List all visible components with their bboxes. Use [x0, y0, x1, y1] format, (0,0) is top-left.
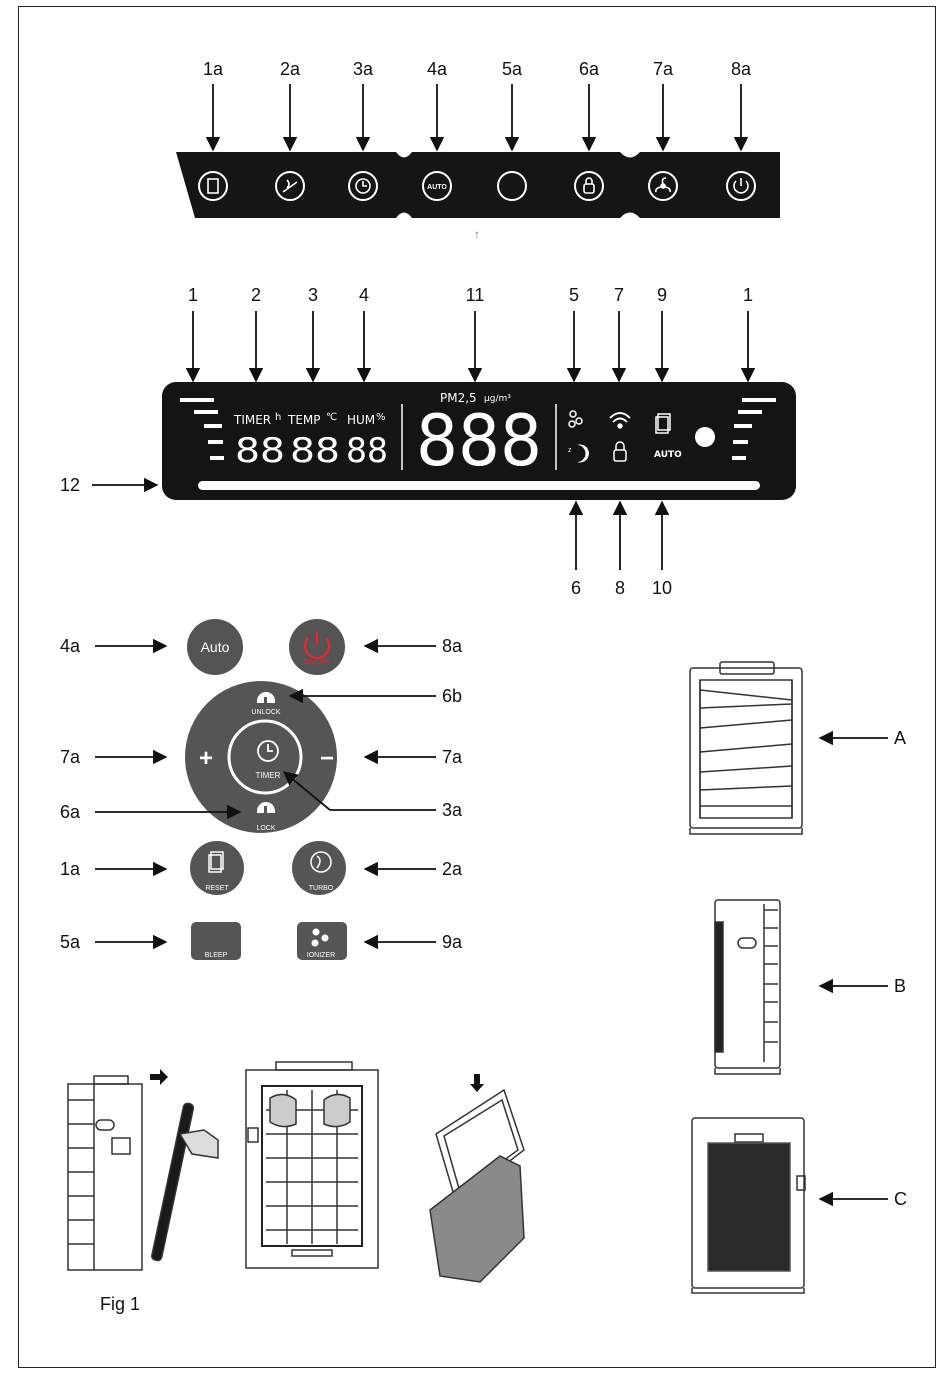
lock-panel-button[interactable]	[575, 172, 603, 200]
callout-7a: 7a	[653, 59, 674, 79]
display-callout-2: 2	[251, 285, 261, 305]
display-callout-5: 5	[569, 285, 579, 305]
timer-panel-button[interactable]	[349, 172, 377, 200]
callout-6b: 6b	[442, 686, 462, 706]
reset-label: RESET	[205, 885, 229, 892]
callout-2a: 2a	[442, 859, 463, 879]
callout-7a-right: 7a	[442, 747, 463, 767]
display-callout-4: 4	[359, 285, 369, 305]
plus-button[interactable]: +	[199, 745, 213, 772]
hum-digits: 88	[346, 431, 388, 471]
auto-button-label: Auto	[201, 639, 230, 655]
sleep-label: BLEEP	[205, 952, 228, 959]
callout-12: 12	[60, 475, 80, 495]
fig1-step3-remove-filter	[430, 1074, 524, 1282]
fan-speed-panel-button[interactable]	[649, 172, 677, 200]
side-view-b	[715, 900, 780, 1074]
temp-unit: ℃	[326, 412, 337, 423]
figure-caption: Fig 1	[100, 1294, 140, 1314]
callout-2a: 2a	[280, 59, 301, 79]
lock-label: LOCK	[256, 825, 275, 832]
view-b-label: B	[894, 976, 906, 996]
callout-1a: 1a	[203, 59, 224, 79]
turbo-label: TURBO	[309, 885, 334, 892]
callout-6a: 6a	[60, 802, 81, 822]
control-pad-diagram: Auto ON/OFF TIMER UNLOCK LOCK + − RESET	[60, 619, 463, 960]
hum-label: HUM	[347, 413, 375, 427]
callout-4a: 4a	[60, 636, 81, 656]
panel-center-arrow: ↑	[474, 227, 480, 241]
callout-7a-left: 7a	[60, 747, 81, 767]
display-callout-1: 1	[743, 285, 753, 305]
callout-8a: 8a	[442, 636, 463, 656]
callout-5a: 5a	[502, 59, 523, 79]
auto-panel-button[interactable]: AUTO	[423, 172, 451, 200]
minus-button[interactable]: −	[320, 745, 334, 772]
display-callout-1: 1	[188, 285, 198, 305]
sensor-dot	[695, 427, 715, 447]
display-callout-9: 9	[657, 285, 667, 305]
display-callout-7: 7	[614, 285, 624, 305]
power-button[interactable]	[289, 619, 345, 675]
callout-3a: 3a	[442, 800, 463, 820]
sleep-panel-button[interactable]	[498, 172, 526, 200]
view-a-label: A	[894, 728, 906, 748]
callout-4a: 4a	[427, 59, 448, 79]
display-callout-10: 10	[652, 578, 672, 598]
auto-status-text: AUTO	[654, 450, 682, 460]
display-callout-6: 6	[571, 578, 581, 598]
svg-text:z: z	[568, 447, 572, 454]
temp-digits: 88	[290, 431, 340, 471]
callout-6a: 6a	[579, 59, 600, 79]
timer-button-label: TIMER	[256, 771, 281, 780]
front-view-a	[690, 662, 802, 834]
callout-1a: 1a	[60, 859, 81, 879]
timer-unit: h	[275, 412, 281, 423]
power-panel-button[interactable]	[727, 172, 755, 200]
fig1-step2-filter	[246, 1062, 378, 1268]
display-callout-8: 8	[615, 578, 625, 598]
back-view-c	[692, 1118, 805, 1293]
callout-5a: 5a	[60, 932, 81, 952]
display-callout-11: 11	[466, 285, 485, 305]
auto-panel-text: AUTO	[427, 184, 447, 191]
callout-9a: 9a	[442, 932, 463, 952]
timer-label: TIMER	[233, 413, 271, 427]
callout-8a: 8a	[731, 59, 752, 79]
top-panel-body	[176, 152, 780, 218]
view-c-label: C	[894, 1189, 907, 1209]
reset-panel-button[interactable]	[199, 172, 227, 200]
hum-unit: %	[376, 412, 386, 423]
pm25-digits: 888	[416, 400, 542, 482]
display-callout-3: 3	[308, 285, 318, 305]
callout-3a: 3a	[353, 59, 374, 79]
ionizer-label: IONIZER	[307, 952, 335, 959]
fig1-step1-open-cover	[68, 1069, 218, 1270]
power-button-label: ON/OFF	[304, 659, 330, 666]
timer-digits: 88	[235, 431, 285, 471]
top-button-panel: 1a 2a 3a 4a 5a 6a 7a 8a AUTO ↑	[176, 59, 780, 241]
unlock-label: UNLOCK	[251, 709, 281, 716]
turbo-panel-button[interactable]	[276, 172, 304, 200]
air-quality-light-bar	[198, 481, 760, 490]
temp-label: TEMP	[287, 413, 321, 427]
